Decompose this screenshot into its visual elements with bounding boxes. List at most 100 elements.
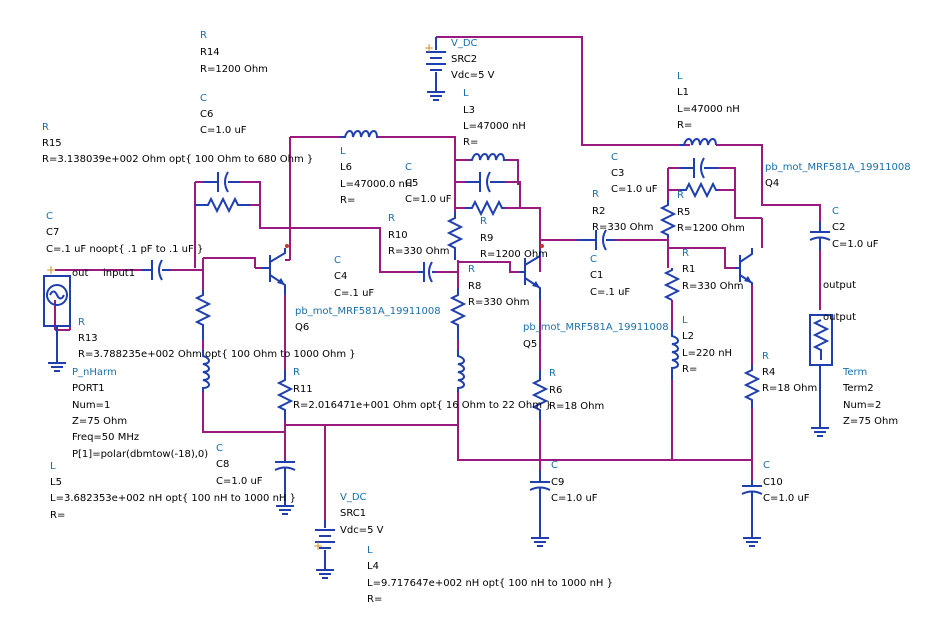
l5-type: L <box>50 461 56 472</box>
c8-value: C=1.0 uF <box>216 476 263 487</box>
resistor-symbol-r1 <box>663 268 681 301</box>
l4-value: L=9.717647e+002 nH opt{ 100 nH to 1000 n… <box>367 578 613 589</box>
r9-value: R=1200 Ohm <box>480 249 548 260</box>
term2-num: Num=2 <box>843 400 881 411</box>
l5-name: L5 <box>50 477 62 488</box>
term2-z: Z=75 Ohm <box>843 416 898 427</box>
r4-name: R4 <box>762 367 775 378</box>
inductor-symbol-l4 <box>457 350 465 392</box>
r10-value: R=330 Ohm <box>388 246 450 257</box>
capacitor-symbol-c8 <box>274 460 296 515</box>
r5-name: R5 <box>677 207 690 218</box>
resistor-symbol-r9 <box>465 199 505 217</box>
capacitor-symbol-c4 <box>418 261 435 283</box>
c7-value: C=.1 uF noopt{ .1 pF to .1 uF } <box>46 244 203 255</box>
r15-name: R15 <box>42 138 62 149</box>
c4-value: C=.1 uF <box>334 288 374 299</box>
inductor-symbol-l2 <box>671 330 679 380</box>
c6-value: C=1.0 uF <box>200 125 247 136</box>
r15-type: R <box>42 122 49 133</box>
q4-name: Q4 <box>765 178 779 189</box>
src2-name: SRC2 <box>451 54 477 65</box>
src2-value: Vdc=5 V <box>451 70 495 81</box>
l4-r: R= <box>367 594 382 605</box>
c9-value: C=1.0 uF <box>551 493 598 504</box>
c6-type: C <box>200 93 207 104</box>
r2-name: R2 <box>592 206 605 217</box>
r14-name: R14 <box>200 47 220 58</box>
port1-name: PORT1 <box>72 383 105 394</box>
src1-name: SRC1 <box>340 508 366 519</box>
battery-symbol-src1: + <box>313 520 335 579</box>
l2-value: L=220 nH <box>682 348 732 359</box>
src1-value: Vdc=5 V <box>340 525 384 536</box>
r13-name: R13 <box>78 333 98 344</box>
port1-freq: Freq=50 MHz <box>72 432 139 443</box>
r9-type: R <box>480 216 487 227</box>
resistor-symbol-r11 <box>276 370 294 420</box>
r1-value: R=330 Ohm <box>682 281 744 292</box>
capacitor-symbol-c7 <box>142 259 170 281</box>
r8-name: R8 <box>468 281 481 292</box>
r6-name: R6 <box>549 385 562 396</box>
c5-type: C <box>405 162 412 173</box>
l5-r: R= <box>50 510 65 521</box>
r10-name: R10 <box>388 230 408 241</box>
term2-type: Term <box>842 367 867 378</box>
r2-type: R <box>592 189 599 200</box>
r11-type: R <box>293 367 300 378</box>
component-symbols: + <box>43 37 833 579</box>
r4-type: R <box>762 351 769 362</box>
c7-type: C <box>46 211 53 222</box>
transistor-symbol-q4 <box>735 248 753 285</box>
capacitor-symbol-c6 <box>203 171 240 193</box>
svg-text:+: + <box>313 539 323 553</box>
capacitor-symbol-c10 <box>741 480 763 547</box>
resistor-symbol-r8 <box>449 288 467 340</box>
l6-r: R= <box>340 195 355 206</box>
r15-value: R=3.138039e+002 Ohm opt{ 100 Ohm to 680 … <box>42 154 313 165</box>
l3-value: L=47000 nH <box>463 121 526 132</box>
port1-type: P_nHarm <box>72 367 117 378</box>
resistor-symbol-r2 <box>659 200 677 238</box>
capacitor-symbol-c9 <box>529 470 551 547</box>
l3-type: L <box>463 88 469 99</box>
c2-type: C <box>832 206 839 217</box>
r13-type: R <box>78 317 85 328</box>
port-source-symbol: + <box>43 263 71 372</box>
r13-value: R=3.788235e+002 Ohm opt{ 100 Ohm to 1000… <box>78 349 356 360</box>
inductor-symbol-l1 <box>680 138 717 146</box>
c1-name: C1 <box>590 270 603 281</box>
l6-value: L=47000.0 nH <box>340 179 412 190</box>
c8-type: C <box>216 443 223 454</box>
term2-name: Term2 <box>842 383 874 394</box>
c3-name: C3 <box>611 168 624 179</box>
src2-type: V_DC <box>451 38 478 49</box>
c9-type: C <box>551 460 558 471</box>
resistor-symbol-r15 <box>195 196 250 214</box>
r8-value: R=330 Ohm <box>468 297 530 308</box>
l3-name: L3 <box>463 105 475 116</box>
resistor-symbol-r6 <box>531 370 549 420</box>
inductor-symbol-l3 <box>470 153 506 161</box>
net-label-out: out <box>72 268 88 279</box>
r4-value: R=18 Ohm <box>762 383 817 394</box>
capacitor-symbol-c2 <box>809 222 831 250</box>
c3-type: C <box>611 152 618 163</box>
c1-type: C <box>590 254 597 265</box>
r9-name: R9 <box>480 233 493 244</box>
c10-name: C10 <box>763 477 783 488</box>
r11-name: R11 <box>293 384 313 395</box>
transistor-symbol-q6 <box>262 244 289 295</box>
net-label-output-b: output <box>823 312 856 323</box>
svg-text:+: + <box>46 263 56 277</box>
l6-name: L6 <box>340 162 352 173</box>
port1-z: Z=75 Ohm <box>72 416 127 427</box>
l4-name: L4 <box>367 561 379 572</box>
term-symbol-term2 <box>809 314 833 437</box>
r14-value: R=1200 Ohm <box>200 64 268 75</box>
l1-name: L1 <box>677 87 689 98</box>
r1-name: R1 <box>682 264 695 275</box>
